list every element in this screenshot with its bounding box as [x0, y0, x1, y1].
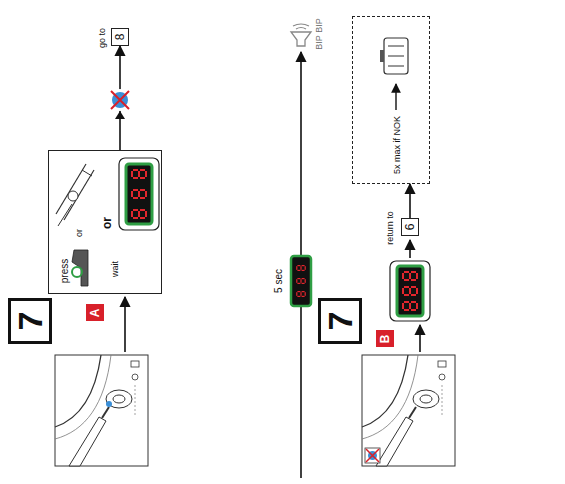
- node-label: 5x max if NOK: [393, 116, 402, 174]
- clamp-icon: [388, 46, 404, 66]
- timer-display: [291, 256, 311, 306]
- node-label: wait: [111, 261, 120, 277]
- clamp-icon: [380, 38, 408, 74]
- node-text: 6: [404, 224, 416, 231]
- hose-icon: [58, 204, 72, 226]
- flow-arrow: [419, 325, 421, 352]
- node-text: A: [89, 308, 101, 317]
- flow-arrow: [409, 240, 411, 258]
- timer-display: [291, 256, 311, 306]
- variant-badge: B: [376, 330, 394, 347]
- control-display: [119, 158, 159, 230]
- scene-illustration-b: [365, 448, 380, 463]
- node-label: 5 sec: [274, 269, 284, 293]
- clamp-icon: [384, 38, 408, 74]
- node-label: or: [101, 217, 113, 229]
- no-spray-icon: [112, 92, 128, 108]
- spray-gun-icon: [72, 250, 88, 286]
- control-display: [119, 158, 159, 230]
- return-box: return to6: [401, 218, 419, 236]
- control-display: [402, 286, 418, 296]
- beeper-icon: [291, 24, 311, 46]
- no-spray-icon: [109, 89, 131, 111]
- scene-illustration-b: [362, 355, 455, 466]
- no-spray-icon: [111, 91, 129, 109]
- scene-illustration-a: [106, 401, 112, 407]
- control-display: [131, 209, 147, 219]
- control-display: [402, 271, 418, 281]
- hose-icon: [68, 191, 78, 201]
- timer-display: [296, 291, 306, 297]
- variant-badge: A: [86, 304, 104, 321]
- node-text: 7: [13, 312, 47, 331]
- retry-box: 5x max if NOK: [352, 16, 430, 184]
- retry-arrow: [395, 84, 396, 110]
- hose-icon: [56, 164, 94, 226]
- goto-box: go to8: [111, 28, 129, 46]
- hose-icon: [64, 170, 94, 220]
- spray-gun-icon: [72, 250, 88, 286]
- control-display: [126, 164, 152, 224]
- timer-display: 5 sec: [290, 255, 312, 307]
- node-label: go to: [98, 28, 107, 48]
- no-spray-icon: [109, 89, 131, 119]
- clamp-icon: [380, 50, 384, 62]
- hose-icon: [82, 170, 92, 176]
- step-number: 7: [8, 298, 52, 344]
- beeper-icon: [291, 32, 311, 46]
- flow-arrow: [124, 297, 126, 352]
- scene-illustration-a: [55, 355, 148, 466]
- flow-arrow: [409, 184, 411, 218]
- beeper-icon: [296, 28, 306, 30]
- node-text: 7: [323, 312, 357, 331]
- timer-display: [296, 265, 306, 271]
- control-display: [131, 169, 147, 179]
- control-display: [390, 261, 430, 321]
- node-label: press: [60, 259, 70, 283]
- step-number: 7: [318, 298, 362, 344]
- scene-illustration-a: [55, 355, 148, 466]
- control-display: [131, 189, 147, 199]
- action-panel: press or or wait: [48, 150, 162, 294]
- control-display: [390, 261, 430, 321]
- beeper-icon: [293, 24, 309, 26]
- timer-display: [296, 278, 306, 284]
- control-display: [397, 266, 423, 316]
- no-spray-icon: [115, 111, 125, 119]
- node-text: 8: [114, 34, 126, 41]
- scene-illustration-b: [362, 355, 455, 466]
- spray-gun-icon: [72, 267, 82, 277]
- node-label: return to: [386, 211, 395, 245]
- sound-label: BIP BIP: [315, 18, 324, 49]
- node-label: or: [75, 229, 84, 237]
- node-text: B: [379, 334, 391, 343]
- control-display: [402, 301, 418, 311]
- scene-illustration-b: [366, 449, 379, 462]
